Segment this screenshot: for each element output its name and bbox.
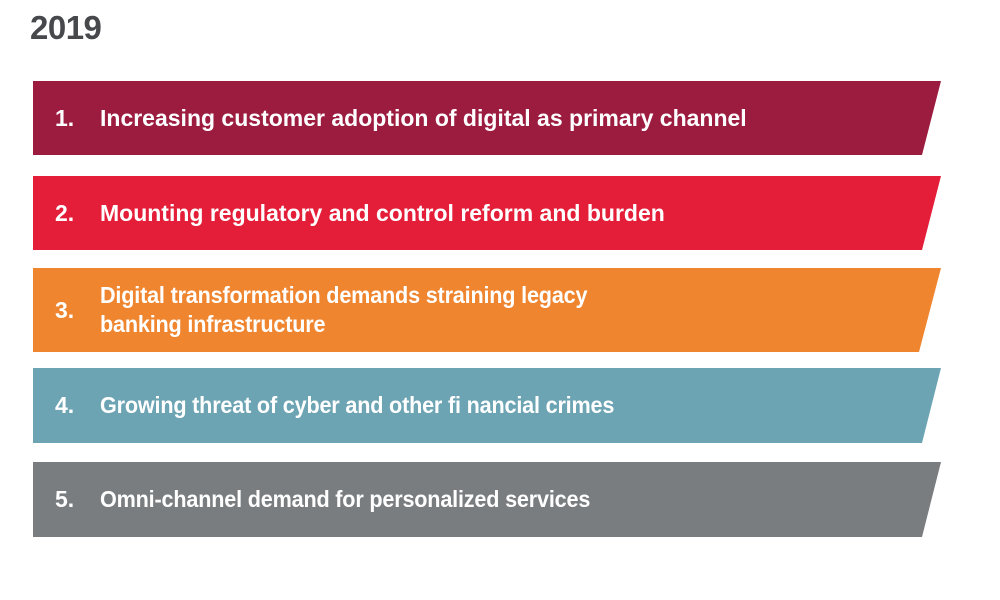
year-title: 2019 xyxy=(30,9,102,46)
challenge-label: Increasing customer adoption of digital … xyxy=(100,104,747,131)
challenge-label: Growing threat of cyber and other fi nan… xyxy=(100,392,615,418)
challenge-label: Omni-channel demand for personalized ser… xyxy=(100,486,591,512)
challenge-label: Digital transformation demands straining… xyxy=(100,282,588,337)
challenge-bar-3: 3. Digital transformation demands strain… xyxy=(33,268,941,352)
challenge-bar-1: 1. Increasing customer adoption of digit… xyxy=(33,81,941,155)
challenge-rank: 1. xyxy=(55,104,75,131)
challenge-rank: 4. xyxy=(55,392,75,418)
challenge-bar-4: 4. Growing threat of cyber and other fi … xyxy=(33,368,941,443)
challenge-list: 1. Increasing customer adoption of digit… xyxy=(33,81,941,537)
challenge-rank: 3. xyxy=(55,296,75,323)
challenge-bar-2: 2. Mounting regulatory and control refor… xyxy=(33,176,941,250)
challenge-label: Mounting regulatory and control reform a… xyxy=(100,199,665,226)
challenge-rank: 5. xyxy=(55,486,75,512)
challenge-rank: 2. xyxy=(55,199,75,226)
challenge-bar-5: 5. Omni-channel demand for personalized … xyxy=(33,462,941,537)
